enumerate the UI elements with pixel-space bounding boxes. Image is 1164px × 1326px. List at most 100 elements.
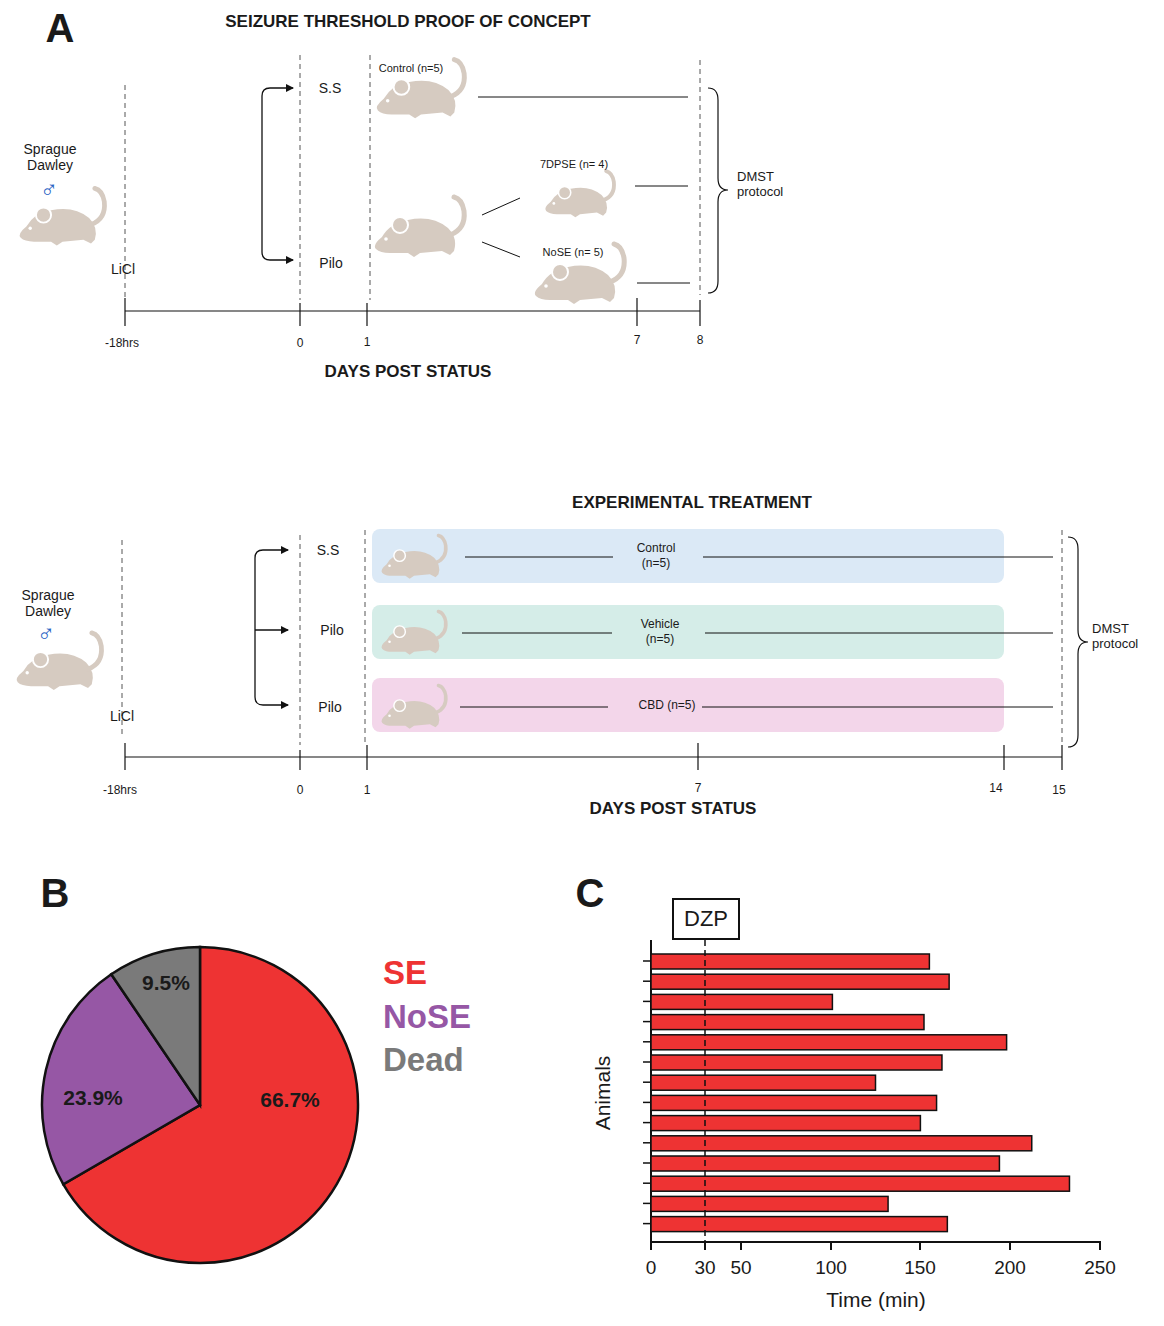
fork-arrow (262, 180, 293, 260)
bar (651, 1075, 876, 1090)
group-line (703, 557, 1053, 558)
node-text: CBD (n=5) (636, 698, 698, 713)
axis-title: Time (min) (826, 1288, 926, 1312)
tick-label: -18hrs (105, 337, 139, 351)
group-line (482, 198, 520, 215)
dashed-guide (1062, 530, 1063, 745)
tick-label: 0 (297, 337, 304, 351)
fork-arrows (255, 88, 293, 705)
rat-icon (375, 197, 464, 257)
treatment-label: S.S (319, 80, 342, 96)
tick-label: 0 (646, 1257, 657, 1279)
section-heading: SEIZURE THRESHOLD PROOF OF CONCEPT (225, 12, 591, 32)
tick-label: 7 (695, 782, 702, 796)
percent-label: 66.7% (260, 1088, 320, 1112)
group-band: Vehicle (n=5) (372, 605, 1004, 659)
pie-slice (42, 974, 200, 1184)
tick-label: 8 (697, 334, 704, 348)
x-tick (919, 1242, 921, 1250)
tick-label: 250 (1084, 1257, 1116, 1279)
rat-icon (17, 633, 102, 690)
annotation-box: DZP (672, 898, 740, 940)
y-tick (643, 1203, 651, 1205)
timeline-axis (125, 756, 1062, 757)
rat-icon (381, 685, 445, 728)
fork-arrow (255, 629, 288, 630)
bar (651, 1095, 937, 1110)
timeline-tick (299, 303, 300, 326)
sex-symbol: ♂ (37, 620, 55, 648)
tick-label: 0 (297, 784, 304, 798)
bar (651, 1196, 888, 1211)
bar (651, 1156, 999, 1171)
y-tick (643, 1162, 651, 1164)
tick-label: 15 (1052, 784, 1065, 798)
treatment-label: S.S (317, 542, 340, 558)
axis-title: DAYS POST STATUS (590, 799, 757, 819)
x-axis (650, 1241, 1101, 1243)
timeline-tick (124, 298, 125, 326)
y-tick (643, 980, 651, 982)
bar-group (643, 954, 1069, 1232)
fork-arrow (255, 630, 288, 705)
y-tick (643, 1223, 651, 1225)
legend-entry: SE (383, 954, 427, 992)
tick-label: 100 (815, 1257, 847, 1279)
group-band: CBD (n=5) (372, 678, 1004, 732)
y-tick (643, 1061, 651, 1063)
strain-label: Sprague Dawley (12, 587, 84, 619)
fork-arrow (262, 88, 293, 180)
timeline-tick (1003, 745, 1004, 770)
bar (651, 994, 832, 1009)
section-heading: EXPERIMENTAL TREATMENT (572, 493, 812, 513)
percent-label: 9.5% (142, 971, 190, 995)
bar (651, 1136, 1032, 1151)
group-line (465, 557, 613, 558)
y-tick (643, 1081, 651, 1083)
protocol-label: DMST protocol (1092, 622, 1156, 652)
timeline-axis (125, 310, 700, 311)
group-line (637, 283, 690, 284)
y-tick (643, 1182, 651, 1184)
braces (708, 88, 1088, 747)
pie-slice (63, 947, 358, 1263)
bar (651, 1116, 920, 1131)
group-lines (460, 97, 1053, 707)
protocol-label: DMST protocol (737, 170, 801, 200)
y-tick (643, 1041, 651, 1043)
rat-icon (381, 611, 445, 654)
pie-chart (42, 947, 358, 1263)
y-tick (643, 960, 651, 962)
y-tick (643, 1142, 651, 1144)
group-band: Control (n=5) (372, 529, 1004, 583)
timeline-tick (697, 743, 698, 770)
group-line (482, 242, 520, 257)
group-line (635, 186, 688, 187)
timeline-tick (1061, 745, 1062, 770)
bar (651, 1217, 947, 1232)
tick-label: 150 (904, 1257, 936, 1279)
tick-label: 7 (634, 334, 641, 348)
y-tick (643, 1122, 651, 1124)
group-line (702, 707, 1053, 708)
node-text: Control (n=5) (625, 541, 687, 571)
group-label: NoSE (n= 5) (543, 246, 604, 259)
bar-axes (650, 940, 1101, 1250)
timeline-tick (699, 300, 700, 326)
tick-label: 30 (694, 1257, 715, 1279)
axis-title: DAYS POST STATUS (325, 362, 492, 382)
rat-icon (377, 60, 465, 119)
bar (651, 1055, 942, 1070)
rat-icon (535, 244, 624, 304)
treatment-label: Pilo (319, 255, 342, 271)
bar (651, 954, 929, 969)
dashed-guide (300, 535, 301, 745)
dashed-guides (122, 55, 1062, 745)
group-line (478, 97, 688, 98)
y-tick (643, 1102, 651, 1104)
rat-icon (545, 171, 614, 217)
timeline-tick (299, 750, 300, 770)
timeline-tick (124, 743, 125, 770)
panel-letter: B (41, 870, 70, 916)
